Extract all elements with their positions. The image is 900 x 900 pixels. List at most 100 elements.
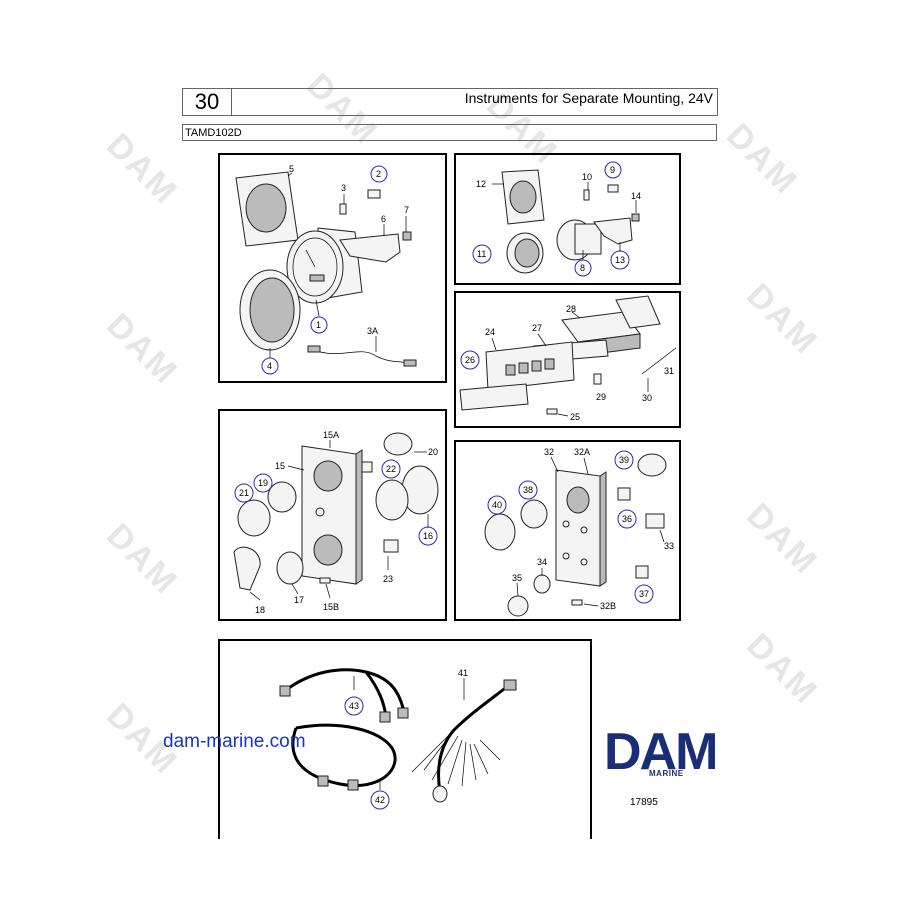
callout-3a: 3A xyxy=(367,326,378,336)
leader-5 xyxy=(287,172,293,177)
gauge-display xyxy=(309,274,325,282)
callout-42: 42 xyxy=(375,795,385,805)
callout-32: 32 xyxy=(544,447,554,457)
aux-small-hole-2 xyxy=(580,526,588,534)
callout-circle-39 xyxy=(614,450,634,470)
small-bulb-holder xyxy=(607,184,619,193)
callout-15b: 15B xyxy=(323,602,339,612)
plate-small-hole xyxy=(315,507,325,517)
dam-logo: DAM xyxy=(604,725,718,775)
plate-hole-top xyxy=(313,460,343,492)
callout-3: 3 xyxy=(341,183,346,193)
callout-14: 14 xyxy=(631,191,641,201)
callout-circle-38 xyxy=(518,480,538,500)
module-connector xyxy=(615,295,661,329)
callout-20: 20 xyxy=(428,447,438,457)
panel-cables xyxy=(218,639,592,839)
callout-10: 10 xyxy=(582,172,592,182)
drawing-number: 17895 xyxy=(630,797,658,808)
callout-37: 37 xyxy=(639,589,649,599)
panel-small-gauge xyxy=(454,153,681,285)
callout-35: 35 xyxy=(512,573,522,583)
callout-7: 7 xyxy=(404,205,409,215)
callout-15a: 15A xyxy=(323,430,339,440)
callout-circle-16 xyxy=(418,526,438,546)
leader-25 xyxy=(557,413,569,417)
key-18 xyxy=(233,546,261,591)
leader-18 xyxy=(249,591,261,601)
leader-24 xyxy=(491,337,497,351)
callout-13: 13 xyxy=(615,255,625,265)
leader-15b xyxy=(325,583,331,599)
cables-group: 41 43 42 xyxy=(279,668,517,810)
aux-switch-36 xyxy=(617,487,631,501)
cable-42-loop xyxy=(291,723,397,787)
lamp-4 xyxy=(544,358,555,370)
callout-19: 19 xyxy=(258,478,268,488)
callout-39: 39 xyxy=(619,455,629,465)
callout-30: 30 xyxy=(642,393,652,403)
aux-small-hole-3 xyxy=(562,552,570,560)
small-nut xyxy=(631,213,640,222)
lamp-3 xyxy=(531,360,542,372)
callout-circle-43 xyxy=(344,696,364,716)
website-link[interactable]: dam-marine.com xyxy=(163,731,306,752)
cable-3a xyxy=(313,349,413,365)
gauge-face-ring xyxy=(292,237,338,297)
callout-circle-13 xyxy=(610,250,630,270)
callout-circle-4 xyxy=(261,357,279,375)
bezel-frame-opening xyxy=(245,183,287,233)
aux-button-35 xyxy=(507,595,529,617)
cable-42-plug-b xyxy=(347,779,359,791)
aux-washer-34 xyxy=(533,574,551,594)
lamp-panel xyxy=(485,341,575,391)
plate-hole-bottom xyxy=(313,534,343,566)
callout-27: 27 xyxy=(532,323,542,333)
callout-circle-8 xyxy=(574,259,592,277)
callout-circle-22 xyxy=(381,459,401,479)
callout-43: 43 xyxy=(349,701,359,711)
callout-2: 2 xyxy=(376,169,381,179)
model-label: TAMD102D xyxy=(182,124,717,141)
callout-41: 41 xyxy=(458,668,468,678)
callout-8: 8 xyxy=(580,263,585,273)
callout-22: 22 xyxy=(386,464,396,474)
horn-face xyxy=(375,479,409,521)
callout-29: 29 xyxy=(596,392,606,402)
knurled-19 xyxy=(267,481,297,513)
callout-circle-36 xyxy=(617,509,637,529)
lamp-2 xyxy=(518,362,529,374)
callout-24: 24 xyxy=(485,327,495,337)
callout-16: 16 xyxy=(423,531,433,541)
page-title-box: Instruments for Separate Mounting, 24V xyxy=(230,88,718,116)
callout-circle-26 xyxy=(460,350,480,370)
callout-6: 6 xyxy=(381,214,386,224)
knurled-17 xyxy=(276,551,304,585)
panel-ignition-panel xyxy=(218,409,447,621)
label-strip xyxy=(459,383,529,411)
bracket-nut xyxy=(402,231,412,241)
callout-12: 12 xyxy=(476,179,486,189)
page-title: Instruments for Separate Mounting, 24V xyxy=(464,90,713,106)
cap-21 xyxy=(237,499,271,537)
panel-warning-unit xyxy=(454,291,681,428)
ring-20 xyxy=(383,432,413,456)
mounting-screw xyxy=(546,408,558,415)
aux-hole-top xyxy=(566,486,590,514)
callout-circle-19 xyxy=(253,473,273,493)
leader-1 xyxy=(315,299,320,317)
auxiliary-panel-group: 32 32A 39 40 38 36 34 33 35 37 32B xyxy=(484,447,674,617)
cable-42-plug-a xyxy=(317,775,329,787)
leader-17 xyxy=(291,583,299,595)
leader-32a xyxy=(583,457,589,475)
cable-41-connector xyxy=(432,785,448,803)
aux-ring-39 xyxy=(637,453,667,477)
callout-21: 21 xyxy=(239,488,249,498)
callout-23: 23 xyxy=(383,574,393,584)
ignition-panel-group: 15A 20 15 22 19 21 16 23 18 17 15B xyxy=(233,430,439,615)
small-bulb xyxy=(583,189,590,201)
cable-43-plug-b xyxy=(379,711,391,723)
gauge-needle xyxy=(305,249,316,268)
square-frame-opening xyxy=(509,180,537,214)
